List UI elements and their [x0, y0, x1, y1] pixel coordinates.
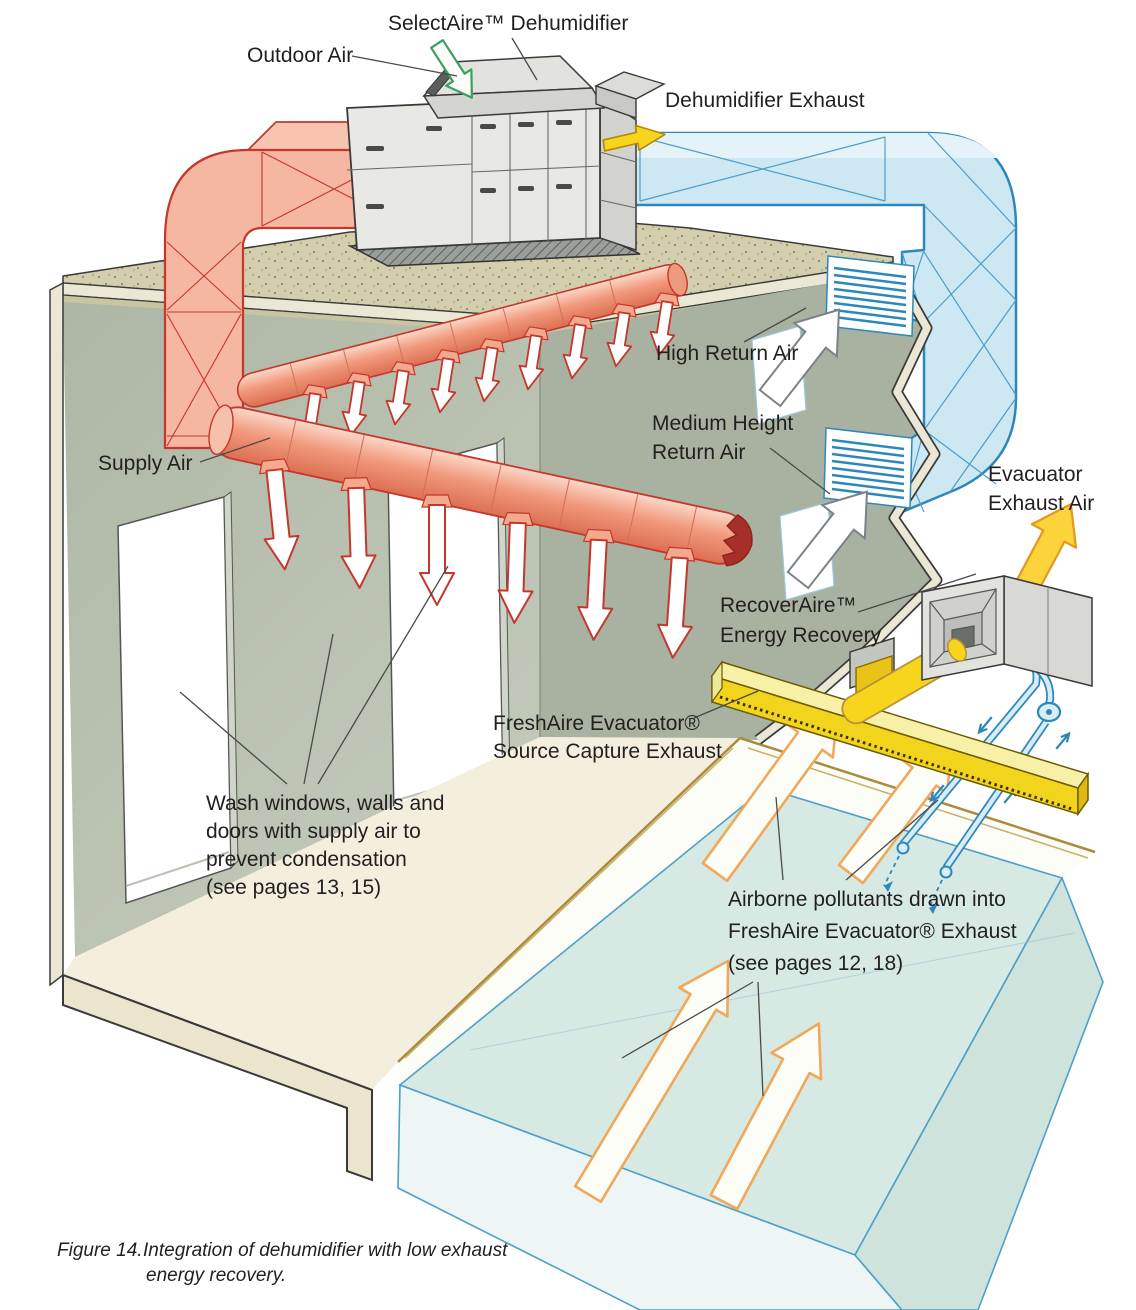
- tube-end-cap: [208, 404, 234, 456]
- caption-figure-label: Figure 14.: [57, 1240, 143, 1261]
- flow-arrowhead: [884, 881, 893, 892]
- leader-airborne-1: [775, 796, 784, 881]
- label-recoveraire-1: RecoverAire™: [720, 594, 857, 617]
- interior-floor: [63, 737, 740, 1090]
- tube-joints: [284, 420, 697, 556]
- grille-louvers: [831, 438, 905, 500]
- unit-handles: [366, 120, 572, 209]
- label-airborne-1: Airborne pollutants drawn into: [728, 888, 1006, 911]
- pipe-into-water: [928, 879, 943, 909]
- leader-selectaire: [511, 37, 538, 81]
- label-recoveraire-2: Energy Recovery: [720, 624, 882, 647]
- unit-panel-seams: [346, 97, 637, 245]
- grille-louvers: [833, 266, 907, 328]
- label-airborne-3: (see pages 12, 18): [728, 952, 903, 975]
- unit-funnel: [929, 588, 997, 668]
- leader-lines: [179, 37, 977, 1097]
- label-airborne-2: FreshAire Evacuator® Exhaust: [728, 920, 1017, 943]
- tube-torn-end: [721, 514, 753, 567]
- unit-right-face: [599, 94, 637, 252]
- label-freshaire-2: Source Capture Exhaust: [493, 740, 722, 763]
- label-dehumidifier-exhaust: Dehumidifier Exhaust: [665, 89, 865, 112]
- unit-front-face: [346, 95, 601, 251]
- label-outdoor-air: Outdoor Air: [247, 44, 353, 67]
- water-front-face: [397, 1083, 904, 1310]
- unit-exhaust-hood: [594, 71, 666, 119]
- supply-tube-lower: [208, 404, 753, 567]
- deck-gold-line-inner: [404, 747, 734, 1059]
- deck-gold-line: [397, 737, 741, 1063]
- leader-wash-3: [317, 565, 449, 785]
- flow-arrowhead: [929, 903, 938, 914]
- water-side-face: [854, 876, 1104, 1310]
- left-wall-outer-edge: [49, 281, 64, 987]
- return-duct: [604, 131, 1018, 514]
- label-wash-3: prevent condensation: [206, 848, 407, 871]
- outdoor-air-arrow: [430, 39, 473, 99]
- leader-high-return: [743, 307, 807, 343]
- window-1: [117, 491, 239, 905]
- medium-return-grille: [775, 427, 913, 601]
- pool-water: [397, 787, 1104, 1310]
- leader-airborne-4: [757, 981, 764, 1097]
- label-medium-return-1: Medium Height: [652, 412, 793, 435]
- back-wall: [540, 272, 937, 740]
- label-selectaire: SelectAire™ Dehumidifier: [388, 12, 628, 35]
- pipe-into-water: [883, 855, 900, 887]
- label-wash-2: doors with supply air to: [206, 820, 421, 843]
- label-high-return-air: High Return Air: [656, 342, 798, 365]
- duct-end-cap-left: [711, 660, 723, 704]
- wall-cut-edge: [754, 265, 943, 745]
- leader-wash-2: [303, 633, 334, 785]
- high-return-grille: [747, 255, 915, 425]
- figure-caption: Figure 14. Integration of dehumidifier w…: [57, 1240, 508, 1286]
- tube-end-cap: [667, 262, 688, 297]
- leader-airborne-2: [845, 799, 939, 881]
- pool-arrow: [573, 959, 730, 1204]
- recoveraire-unit: [921, 575, 1093, 687]
- label-supply-air: Supply Air: [98, 452, 193, 475]
- leader-freshaire: [693, 690, 759, 719]
- supply-duct-body: [163, 148, 410, 450]
- dehumidifier-unit: [346, 55, 666, 267]
- label-medium-return-2: Return Air: [652, 441, 745, 464]
- label-evacuator-1: Evacuator: [988, 463, 1083, 486]
- duct-end-cap: [1077, 771, 1089, 817]
- freshaire-evacuator-duct: [710, 637, 1090, 817]
- leader-wash-1: [179, 691, 288, 785]
- connector-inlet: [947, 638, 967, 662]
- slab-top-edge: [62, 974, 373, 1091]
- label-freshaire-1: FreshAire Evacuator®: [493, 712, 700, 735]
- labels: SelectAire™ Dehumidifier Outdoor Air Deh…: [98, 12, 1094, 975]
- pump-hub: [1046, 709, 1052, 715]
- caption-line-2: energy recovery.: [146, 1265, 286, 1286]
- leader-recoveraire: [857, 573, 977, 613]
- return-duct-bracing: [639, 132, 1017, 513]
- leader-supply-air: [199, 437, 271, 463]
- return-duct-top-face: [606, 133, 998, 158]
- label-wash-4: (see pages 13, 15): [206, 876, 381, 899]
- duct-perforations: [719, 695, 1073, 811]
- caption-line-1: Integration of dehumidifier with low exh…: [143, 1240, 508, 1261]
- supply-tube-upper: [236, 262, 688, 408]
- label-wash-1: Wash windows, walls and: [206, 792, 445, 815]
- label-evacuator-2: Exhaust Air: [988, 492, 1094, 515]
- leader-outdoor-air: [351, 55, 458, 77]
- pipe-valve: [896, 841, 910, 855]
- dehumidifier-exhaust-arrow: [602, 124, 666, 152]
- leader-airborne-3: [621, 981, 754, 1059]
- pool-arrow: [709, 1022, 823, 1211]
- pipe-valve: [939, 865, 953, 879]
- leader-medium-return: [769, 447, 831, 495]
- pool-bottom-edge: [469, 932, 1076, 1051]
